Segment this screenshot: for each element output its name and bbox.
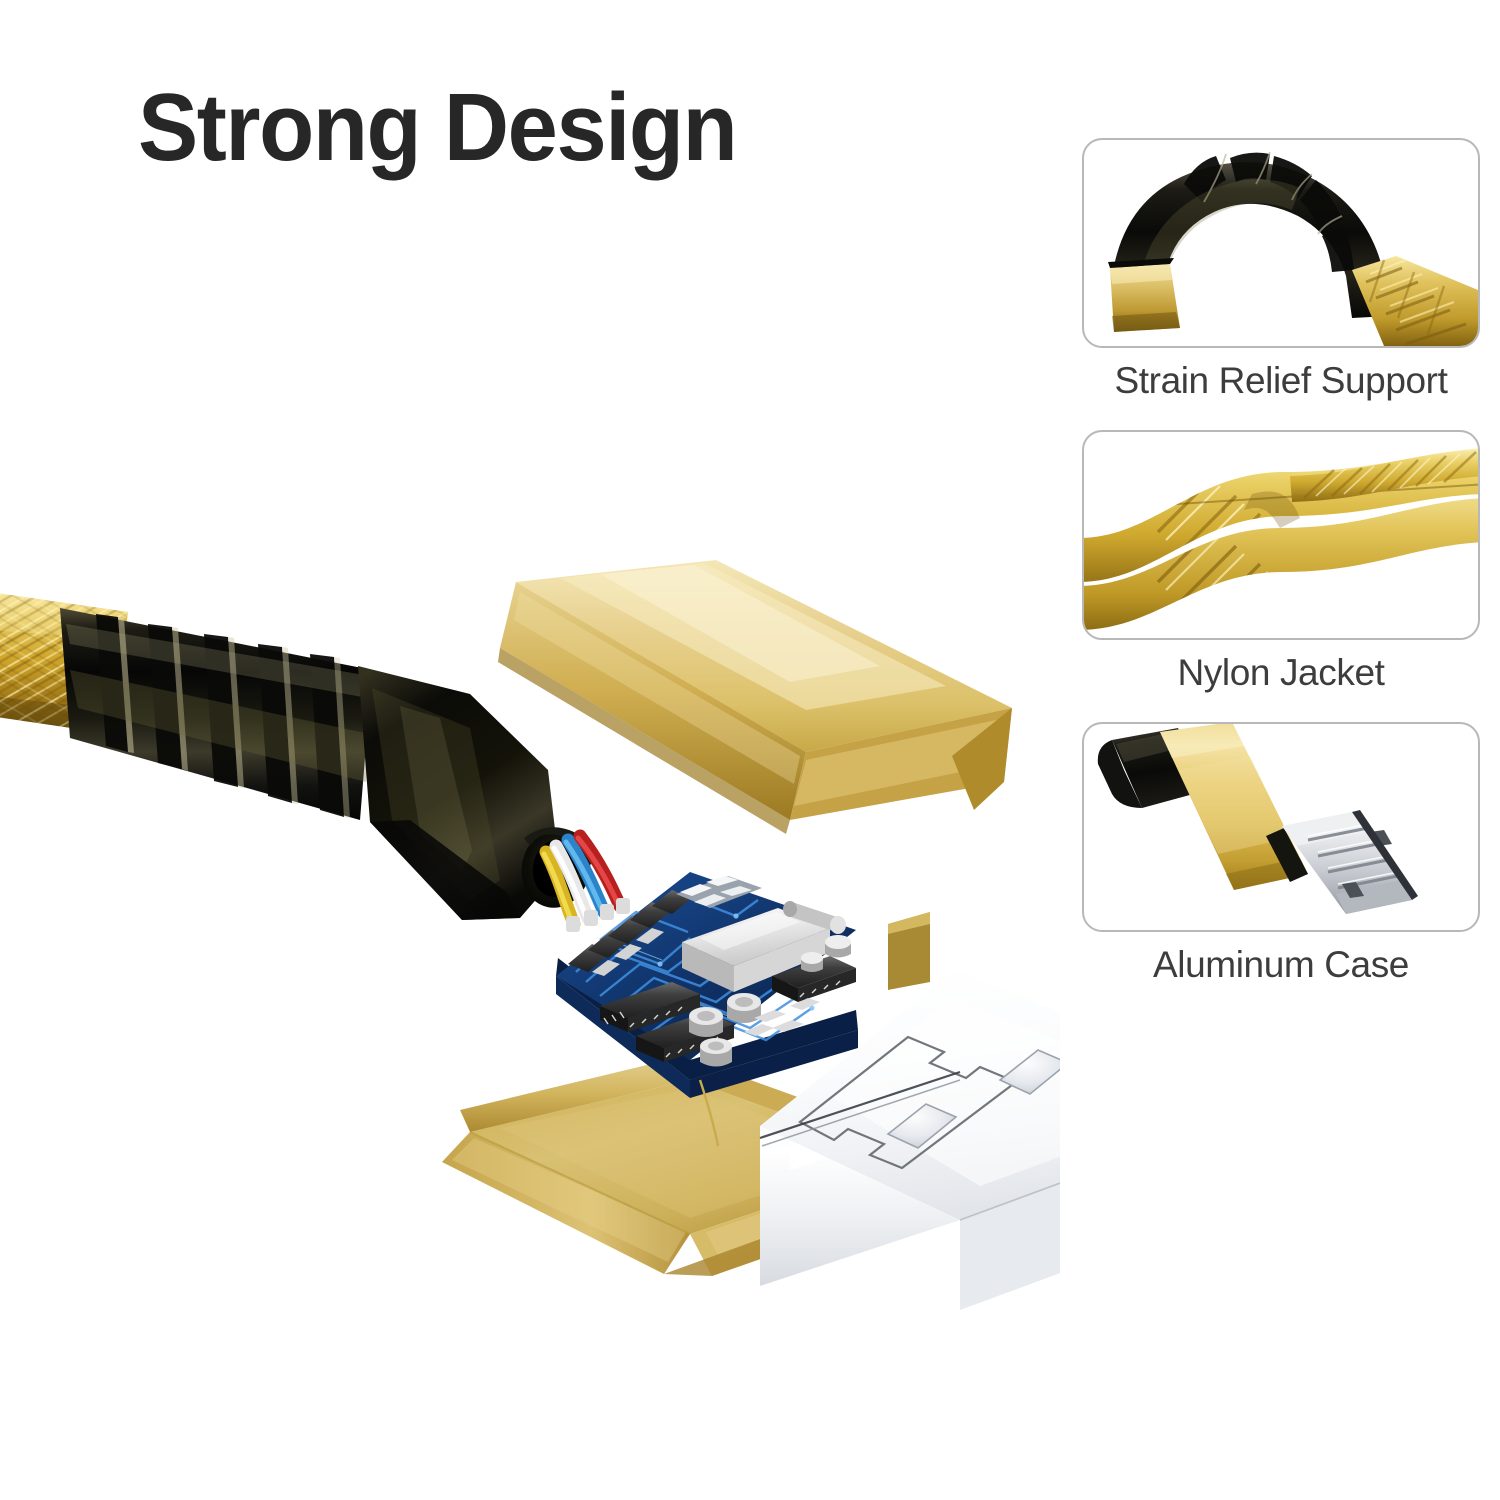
usb-dimples: [886, 1049, 1060, 1149]
wire-blue-hl: [563, 839, 605, 913]
smd-resistors: [744, 998, 820, 1036]
smd-components: [568, 890, 692, 976]
callout-frame-aluminum-case: [1082, 722, 1480, 932]
shell-alignment-tab: [888, 912, 930, 990]
capacitors: [689, 935, 851, 1067]
exploded-usb-cable-assembly: [0, 520, 1060, 1350]
callout-nylon-jacket: Nylon Jacket: [1082, 430, 1480, 694]
nylon-jacket-illustration: [1084, 448, 1478, 630]
circuit-board: [556, 872, 858, 1147]
wire-red-hl: [575, 835, 621, 907]
callout-frame-strain-relief: [1082, 138, 1480, 348]
usb-a-connector: [759, 970, 1060, 1310]
strain-relief-boot: [60, 608, 592, 920]
page-title: Strong Design: [138, 74, 738, 181]
callout-label-aluminum-case: Aluminum Case: [1153, 944, 1409, 985]
callout-label-nylon-jacket: Nylon Jacket: [1177, 652, 1385, 693]
pcb-ground-wire: [698, 1079, 720, 1147]
callout-label-strain-relief: Strain Relief Support: [1114, 360, 1448, 401]
callout-aluminum-case: Aluminum Case: [1082, 722, 1480, 986]
ic-chips: [600, 956, 856, 1062]
connector-wires: [539, 829, 630, 932]
cylindrical-component: [783, 901, 846, 934]
strain-relief-illustration: [1108, 151, 1478, 346]
callout-frame-nylon-jacket: [1082, 430, 1480, 640]
exploded-diagram-svg: [0, 560, 1060, 1310]
aluminum-case-illustration: [1097, 724, 1418, 914]
wire-white-hl: [551, 845, 589, 919]
callout-strain-relief: Strain Relief Support: [1082, 138, 1480, 402]
upper-aluminum-shell: [498, 560, 1012, 834]
white-block-array: [676, 876, 762, 908]
main-ic-block: [682, 908, 830, 992]
micro-usb-tongue: [1282, 810, 1418, 914]
